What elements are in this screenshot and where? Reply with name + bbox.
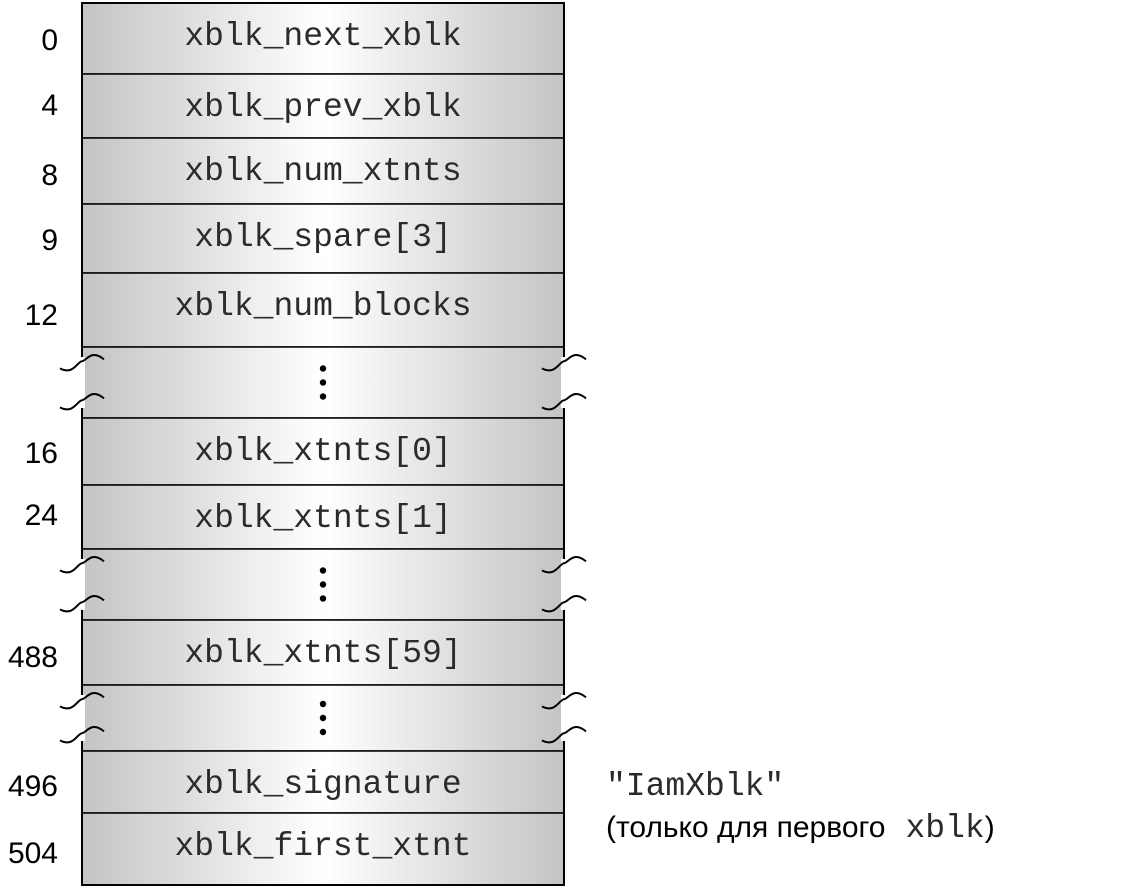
byte-offset: 12 [25, 299, 58, 332]
byte-offset: 8 [41, 159, 58, 192]
ellipsis-dot [319, 379, 327, 386]
break-gap-left [79, 559, 85, 610]
byte-offset: 9 [41, 224, 58, 257]
byte-offset: 16 [25, 437, 58, 470]
break-wave-left [59, 595, 105, 613]
field-cell [81, 750, 565, 814]
break-wave-right [541, 726, 587, 744]
break-wave-right [541, 393, 587, 411]
ellipsis-dot [319, 581, 327, 588]
field-name: xblk_num_xtnts [184, 153, 461, 190]
break-gap-right [561, 695, 567, 741]
field-name: xblk_first_xtnt [174, 828, 471, 865]
break-wave-right [541, 692, 587, 710]
field-name: xblk_num_blocks [174, 288, 471, 325]
offset-column: 0 4 8 9 12 16 24 488 496 504 [8, 24, 58, 870]
break-wave-left [59, 692, 105, 710]
field-cell [81, 203, 565, 274]
byte-offset: 4 [41, 89, 58, 122]
signature-note: "IamXblk" (только для первого xblk) [606, 768, 995, 847]
field-name: xblk_next_xblk [184, 18, 461, 55]
ellipsis-dot [319, 567, 327, 574]
structure-rows: xblk_next_xblk xblk_prev_xblk xblk_num_xtn… [81, 2, 565, 886]
ellipsis-dot [319, 393, 327, 400]
field-name: xblk_xtnts[1] [194, 500, 451, 537]
field-name: xblk_spare[3] [194, 219, 451, 256]
byte-offset: 504 [8, 837, 58, 870]
break-gap-left [79, 357, 85, 408]
field-name: xblk_prev_xblk [184, 89, 461, 126]
ellipsis-icon [319, 365, 327, 400]
ellipsis-dot [319, 714, 327, 722]
break-wave-right [541, 556, 587, 574]
break-wave-left [59, 393, 105, 411]
break-wave-left [59, 556, 105, 574]
structure-outline [81, 2, 565, 886]
signature-value: "IamXblk" [606, 768, 784, 805]
field-cell [81, 812, 565, 886]
byte-offset: 488 [8, 641, 58, 674]
byte-offset: 496 [8, 770, 58, 803]
break-wave-right [541, 354, 587, 372]
field-name: xblk_signature [184, 766, 461, 803]
ellipsis-dot [319, 728, 327, 736]
field-cell [81, 619, 565, 686]
first-xblk-condition: (только для первого xblk) [606, 810, 995, 847]
field-cell [81, 73, 565, 139]
ellipsis-icon [319, 700, 327, 736]
ellipsis-dot [319, 365, 327, 372]
break-gap-left [79, 695, 85, 741]
byte-offset: 24 [25, 499, 58, 532]
ellipsis-dot [319, 700, 327, 708]
ellipsis-icon [319, 567, 327, 602]
ellipsis-dot [319, 595, 327, 602]
field-name: xblk_xtnts[0] [194, 433, 451, 470]
field-name: xblk_xtnts[59] [184, 635, 461, 672]
field-cell [81, 137, 565, 205]
field-cell [81, 2, 565, 75]
break-wave-left [59, 726, 105, 744]
condition-code: xblk [906, 810, 985, 847]
break-wave-left [59, 354, 105, 372]
break-gap-right [561, 357, 567, 408]
break-wave-right [541, 595, 587, 613]
break-markers [59, 354, 587, 744]
condition-suffix: ) [985, 811, 995, 844]
break-gap-right [561, 559, 567, 610]
field-cell [81, 272, 565, 348]
condition-prefix: (только для первого [606, 811, 886, 844]
byte-offset: 0 [41, 24, 58, 57]
